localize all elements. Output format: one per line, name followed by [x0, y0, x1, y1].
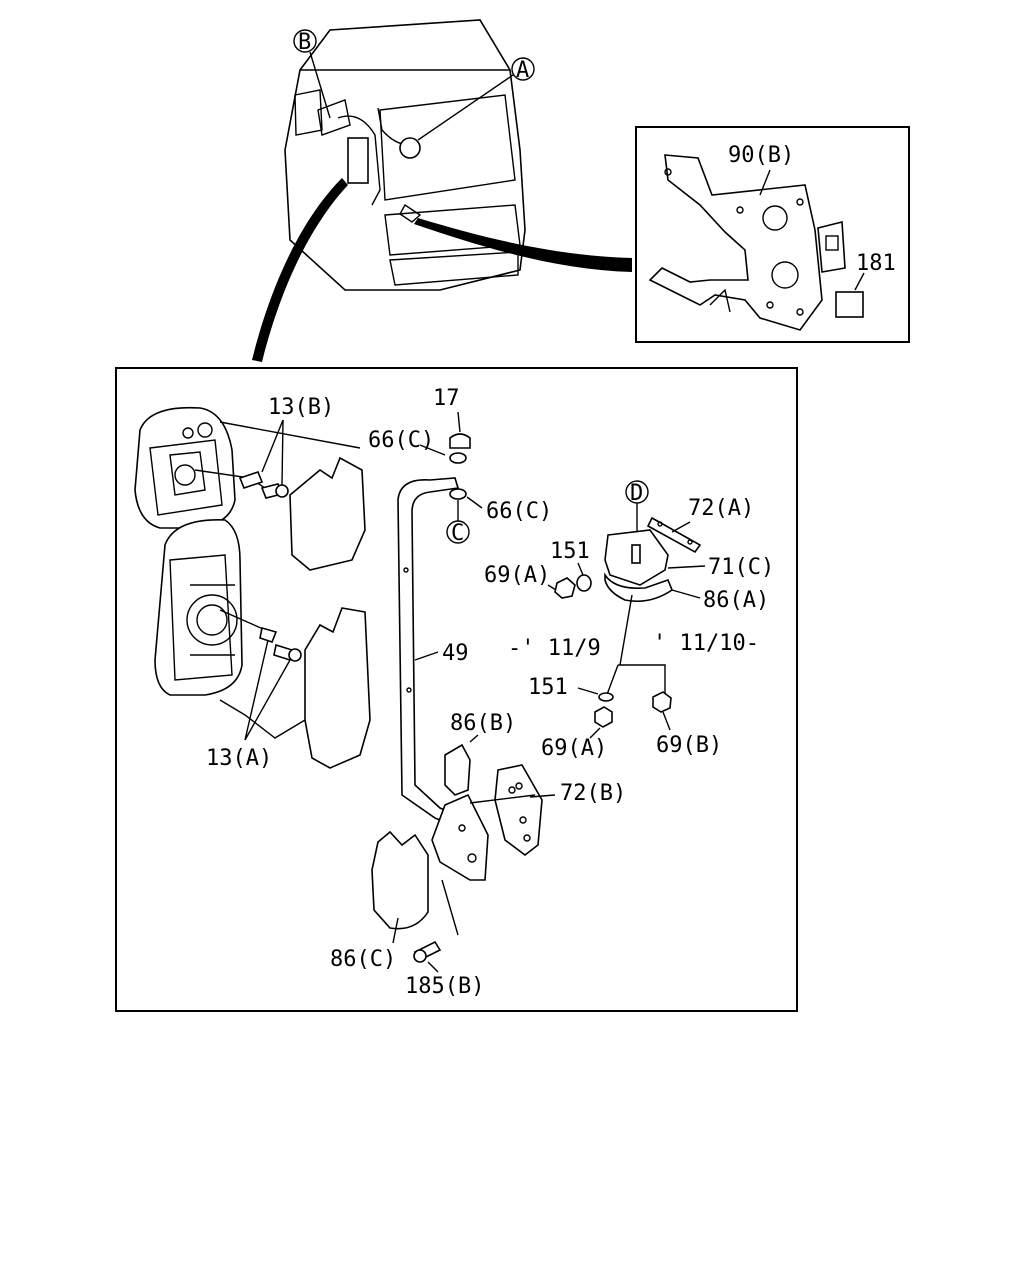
callout-b: B	[293, 29, 331, 119]
upper-mirror-bracket-line	[219, 421, 361, 449]
dash-line-to-washer	[619, 594, 633, 666]
part-66c-washer-top	[449, 452, 467, 464]
label-17: 17	[433, 386, 460, 411]
svg-text:A: A	[516, 58, 529, 83]
upper-mirror-glass	[289, 456, 366, 571]
upper-mirror-housing	[134, 406, 236, 529]
dash-line-base-to-plate	[469, 794, 536, 804]
svg-text:D: D	[630, 481, 643, 506]
label-151-bottom: 151	[528, 675, 568, 700]
part-151-washer-bottom	[598, 692, 614, 702]
mirror-stay-arm-49	[397, 477, 472, 832]
label-86c: 86(C)	[330, 947, 396, 972]
date-range-late: ' 11/10-	[653, 631, 759, 656]
label-69b: 69(B)	[656, 733, 722, 758]
main-assembly-frame	[115, 367, 798, 1012]
lower-mirror-glass	[304, 607, 371, 769]
leader-71c	[667, 565, 706, 569]
part-72b-plate	[494, 764, 543, 857]
label-66c-top: 66(C)	[368, 428, 434, 453]
part-86b-cover	[444, 743, 471, 796]
part-72a-plate	[646, 516, 702, 554]
part-13a-screw	[259, 626, 302, 662]
label-13b: 13(B)	[268, 395, 334, 420]
label-90b: 90(B)	[728, 143, 794, 168]
label-13a: 13(A)	[206, 746, 272, 771]
leader-17	[457, 411, 461, 433]
leader-86c	[392, 917, 399, 944]
label-69a-top: 69(A)	[484, 563, 550, 588]
part-69b-nut	[652, 691, 672, 713]
leader-49	[414, 651, 439, 661]
cab-to-bracket-leader	[414, 218, 632, 272]
date-range-early: -' 11/9	[508, 636, 601, 661]
bracket-inset-frame	[635, 126, 910, 343]
lower-mirror-bracket-line	[219, 699, 306, 739]
callout-c: C	[446, 500, 470, 546]
leader-13b	[261, 419, 284, 486]
dash-line-to-bolt	[441, 879, 459, 936]
label-151-top: 151	[550, 539, 590, 564]
label-49: 49	[442, 641, 469, 666]
part-185b-bolt	[413, 940, 442, 963]
part-71c-bracket	[604, 529, 669, 586]
callout-a: A	[417, 57, 535, 141]
label-86a: 86(A)	[703, 588, 769, 613]
part-86a-cover	[604, 572, 673, 603]
leader-86a	[671, 589, 701, 599]
leader-181	[854, 272, 865, 291]
leader-90b	[759, 169, 771, 196]
leader-185b	[427, 961, 439, 973]
leader-86b	[469, 734, 479, 743]
label-72a: 72(A)	[688, 496, 754, 521]
truck-cab-illustration	[284, 19, 526, 291]
svg-text:C: C	[451, 521, 464, 546]
part-13b-screw	[238, 471, 289, 499]
leader-72b	[529, 794, 556, 798]
leader-13a	[244, 639, 291, 741]
leader-72a	[671, 521, 691, 533]
part-66c-washer-bottom	[449, 488, 467, 500]
label-181: 181	[856, 251, 896, 276]
label-66c-right: 66(C)	[486, 499, 552, 524]
part-69a-nut-bottom	[594, 706, 613, 728]
variant-split-line	[618, 664, 666, 695]
part-151-washer-top	[576, 574, 592, 592]
part-17-cap-nut	[449, 433, 471, 449]
lower-mirror-housing	[154, 519, 243, 696]
label-72b: 72(B)	[560, 781, 626, 806]
mirror-base-bracket	[431, 793, 489, 881]
label-69a-bottom: 69(A)	[541, 736, 607, 761]
part-86c-cover	[371, 830, 429, 930]
part-181-pad	[835, 291, 864, 318]
part-69a-nut-top	[554, 577, 576, 599]
bracket-90b-illustration	[648, 154, 846, 331]
label-185b: 185(B)	[405, 974, 484, 999]
svg-text:B: B	[298, 30, 311, 55]
cab-to-mirror-leader	[252, 178, 348, 362]
label-71c: 71(C)	[708, 555, 774, 580]
label-86b: 86(B)	[450, 711, 516, 736]
